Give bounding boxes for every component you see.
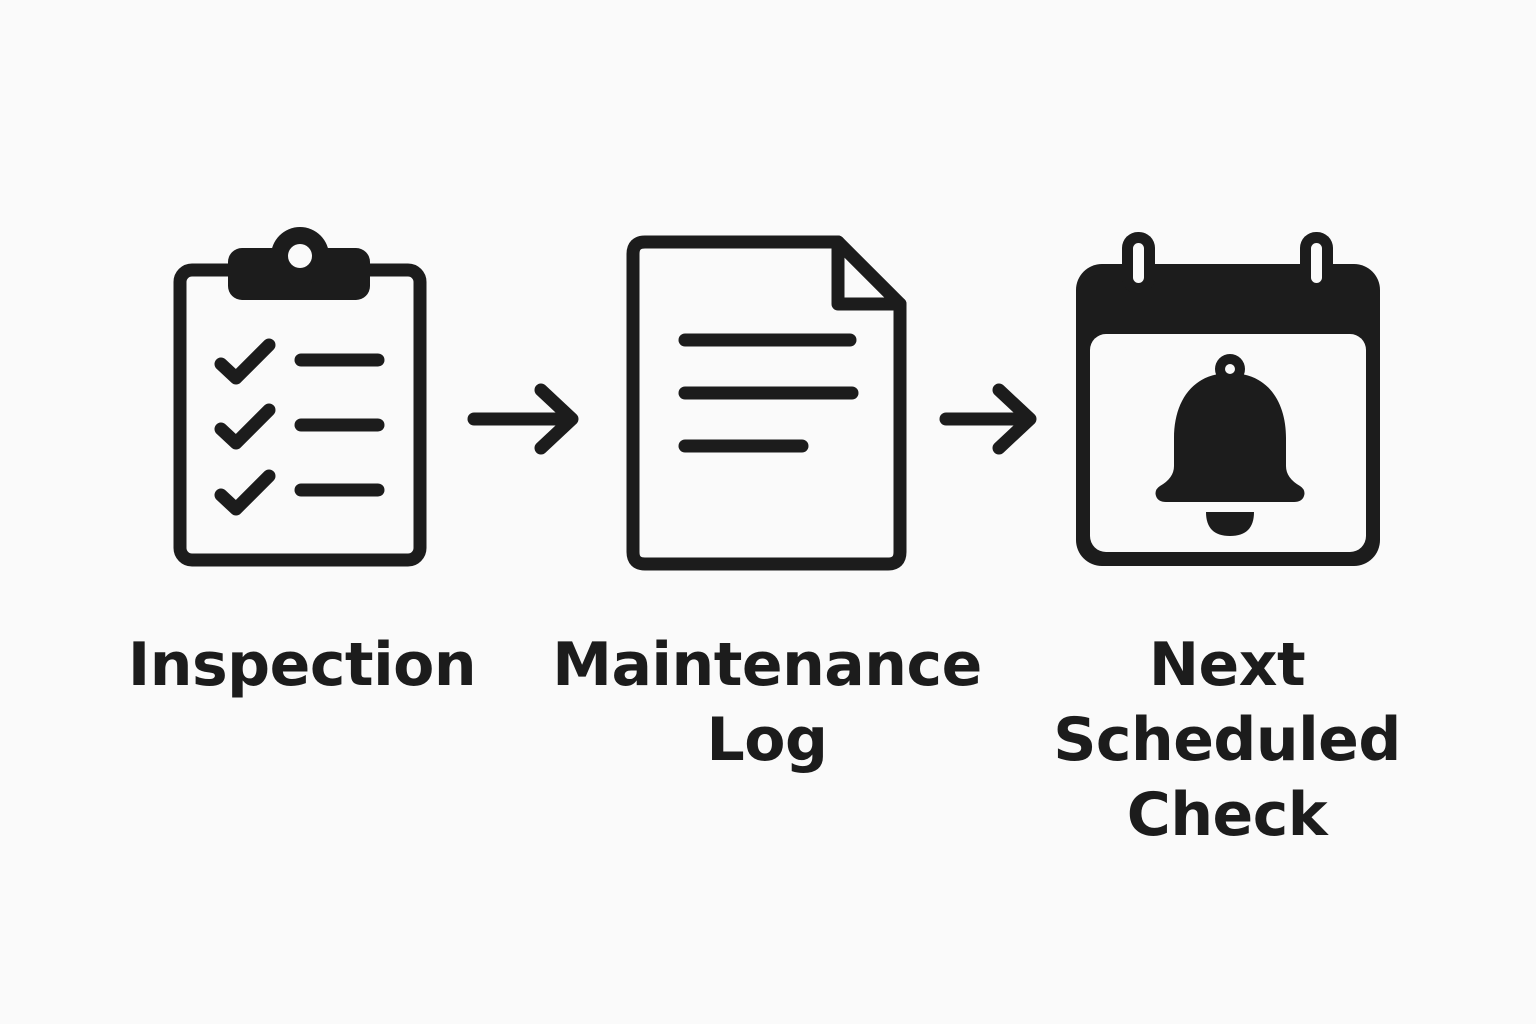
stage-label-next-scheduled-check: Next Scheduled Check	[1053, 630, 1401, 850]
calendar-bell-icon	[1065, 225, 1395, 580]
clipboard-checklist-icon	[160, 220, 440, 580]
stage-label-maintenance-log: Maintenance Log	[552, 630, 982, 775]
arrow-right-icon	[460, 375, 590, 465]
stage-label-inspection: Inspection	[127, 630, 477, 700]
arrow-right-icon	[930, 375, 1060, 465]
document-icon	[615, 225, 920, 585]
